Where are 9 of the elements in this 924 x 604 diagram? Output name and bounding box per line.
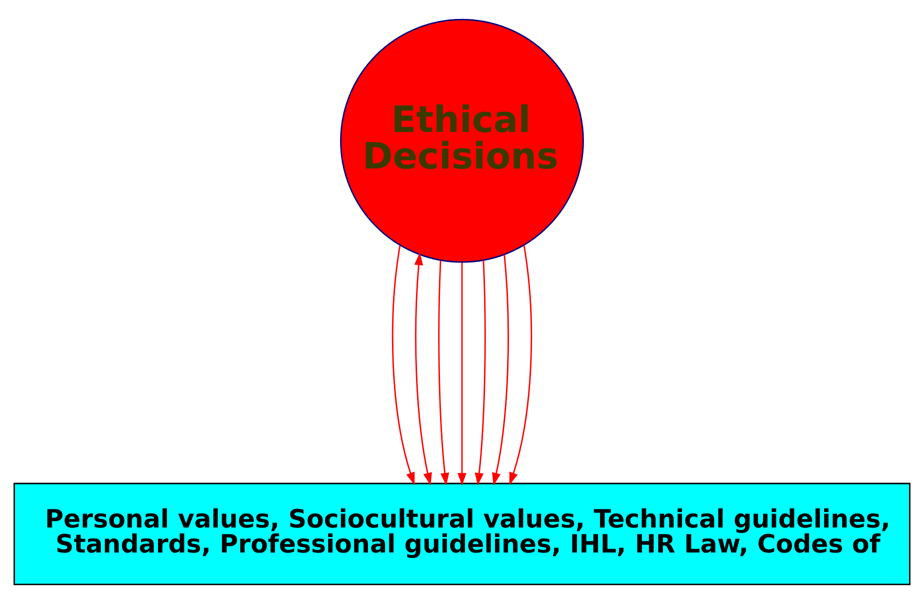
- arrow: [509, 245, 532, 486]
- node-box: Personal values, Sociocultural values, Technical guidelines, Standards, Professional guidelines, IHL, HR Law, Codes of: [14, 482, 910, 586]
- arrow: [438, 260, 450, 486]
- arrow: [474, 260, 486, 486]
- node-circle: Ethical Decisions: [340, 18, 584, 263]
- arrow: [458, 262, 466, 486]
- arrow: [392, 245, 415, 486]
- arrow: [492, 254, 509, 486]
- arrow: [414, 252, 432, 486]
